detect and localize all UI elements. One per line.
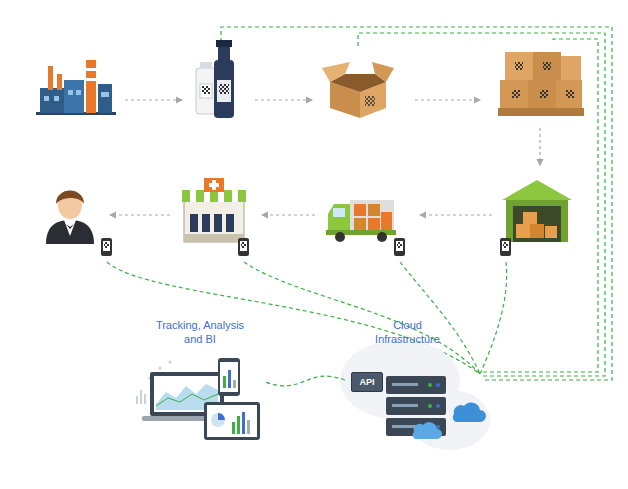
- dashboard-group: Tracking, Analysis and BI: [135, 318, 265, 440]
- pallet-icon: [498, 52, 584, 116]
- pharmacy-icon: [182, 178, 246, 242]
- flow-arrows: [110, 100, 540, 215]
- api-label: API: [359, 377, 374, 387]
- cloud-group: Cloud InfrastructureAPI: [345, 318, 470, 440]
- cloud-server-icon: [340, 340, 490, 450]
- dashboard-devices: [136, 358, 260, 440]
- customer-icon: [46, 191, 94, 245]
- tracking-lines: [107, 27, 612, 380]
- section-heading: Cloud Infrastructure: [366, 318, 450, 346]
- bottle-icon: [196, 40, 234, 118]
- section-heading: Tracking, Analysis and BI: [148, 318, 252, 346]
- truck-icon: [326, 200, 396, 242]
- warehouse-icon: [502, 180, 572, 242]
- api-badge: API: [351, 372, 383, 392]
- factory-icon: [36, 60, 116, 115]
- phone-icons: [101, 238, 511, 256]
- data-connector: [265, 376, 345, 386]
- carton-icon: [322, 62, 394, 118]
